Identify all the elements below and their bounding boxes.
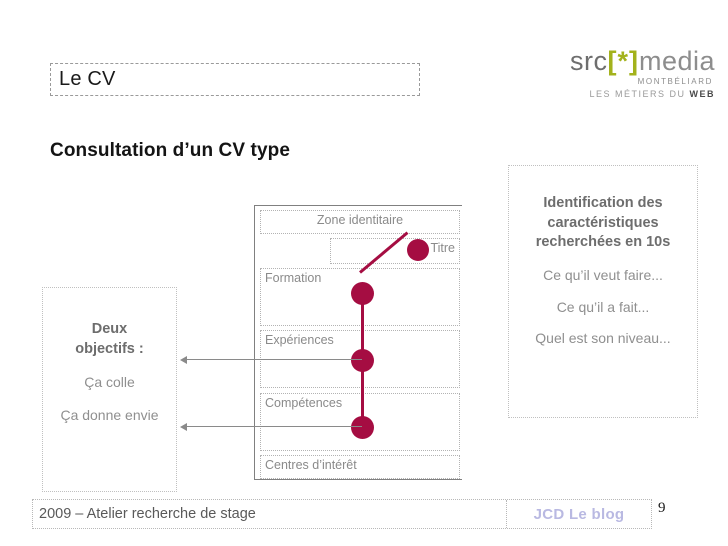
cv-section-label: Compétences [265,396,343,410]
arrow-head-upper-icon [180,356,187,364]
logo-city: MONTBÉLIARD [637,77,713,86]
cv-section-zone-identitaire[interactable]: Zone identitaire [260,210,460,234]
logo-tagline-prefix: LES MÉTIERS DU [589,89,690,99]
cv-section-formation[interactable]: Formation [260,268,460,326]
cv-section-label: Centres d’intérêt [265,458,357,472]
footer-left-text: 2009 – Atelier recherche de stage [33,500,507,528]
callout-deux-objectifs: Deux objectifs : Ça colle Ça donne envie [42,287,177,492]
cv-schematic-frame [254,205,462,480]
src-media-logo: src[*]media MONTBÉLIARD LES MÉTIERS DU W… [570,48,715,99]
cv-section-label: Formation [265,271,322,285]
right-callout-heading-line2: caractéristiques [547,214,659,231]
arrow-head-lower-icon [180,423,187,431]
page-title: Le CV [59,68,116,90]
arrow-line-upper [187,359,362,360]
cv-section-centres-interet[interactable]: Centres d’intérêt [260,455,460,479]
right-callout-heading-line1: Identification des [543,195,663,211]
footer-right-text[interactable]: JCD Le blog [533,505,625,523]
cv-path-dot-titre [407,239,429,261]
left-callout-heading-line1: Deux [91,321,128,337]
logo-text-media: media [638,46,715,76]
slide-footer: 2009 – Atelier recherche de stage JCD Le… [32,499,652,529]
cv-path-dot-competences [351,416,374,439]
slide-subtitle: Consultation d’un CV type [50,140,290,161]
cv-section-competences[interactable]: Compétences [260,393,460,451]
logo-tagline: LES MÉTIERS DU WEB [570,90,715,99]
cv-path-dot-formation [351,282,374,305]
cv-section-label: Titre [430,241,455,255]
cv-section-label: Zone identitaire [316,213,404,227]
logo-tagline-bold: WEB [689,89,715,99]
slide-title-placeholder[interactable]: Le CV [50,63,420,96]
arrow-line-lower [187,426,362,427]
cv-section-titre[interactable]: Titre [330,238,460,264]
page-number: 9 [658,500,666,516]
right-callout-heading-line3: recherchées en 10s [535,234,671,251]
right-callout-item-2: Quel est son niveau... [535,330,671,347]
left-callout-item-0: Ça colle [84,374,135,391]
callout-identification: Identification des caractéristiques rech… [508,165,698,418]
left-callout-item-1: Ça donne envie [60,407,159,424]
cv-schematic: Zone identitaire Titre Formation Expérie… [255,205,463,480]
left-callout-heading-line2: objectifs : [75,340,144,357]
right-callout-item-0: Ce qu’il veut faire... [543,266,663,283]
cv-path-dot-experiences [351,349,374,372]
logo-wordmark: src[*]media [570,48,715,75]
cv-section-label: Expériences [265,333,334,347]
logo-star-icon: [*] [607,46,639,76]
logo-text-src: src [569,46,608,76]
right-callout-item-1: Ce qu’il a fait... [556,298,650,315]
